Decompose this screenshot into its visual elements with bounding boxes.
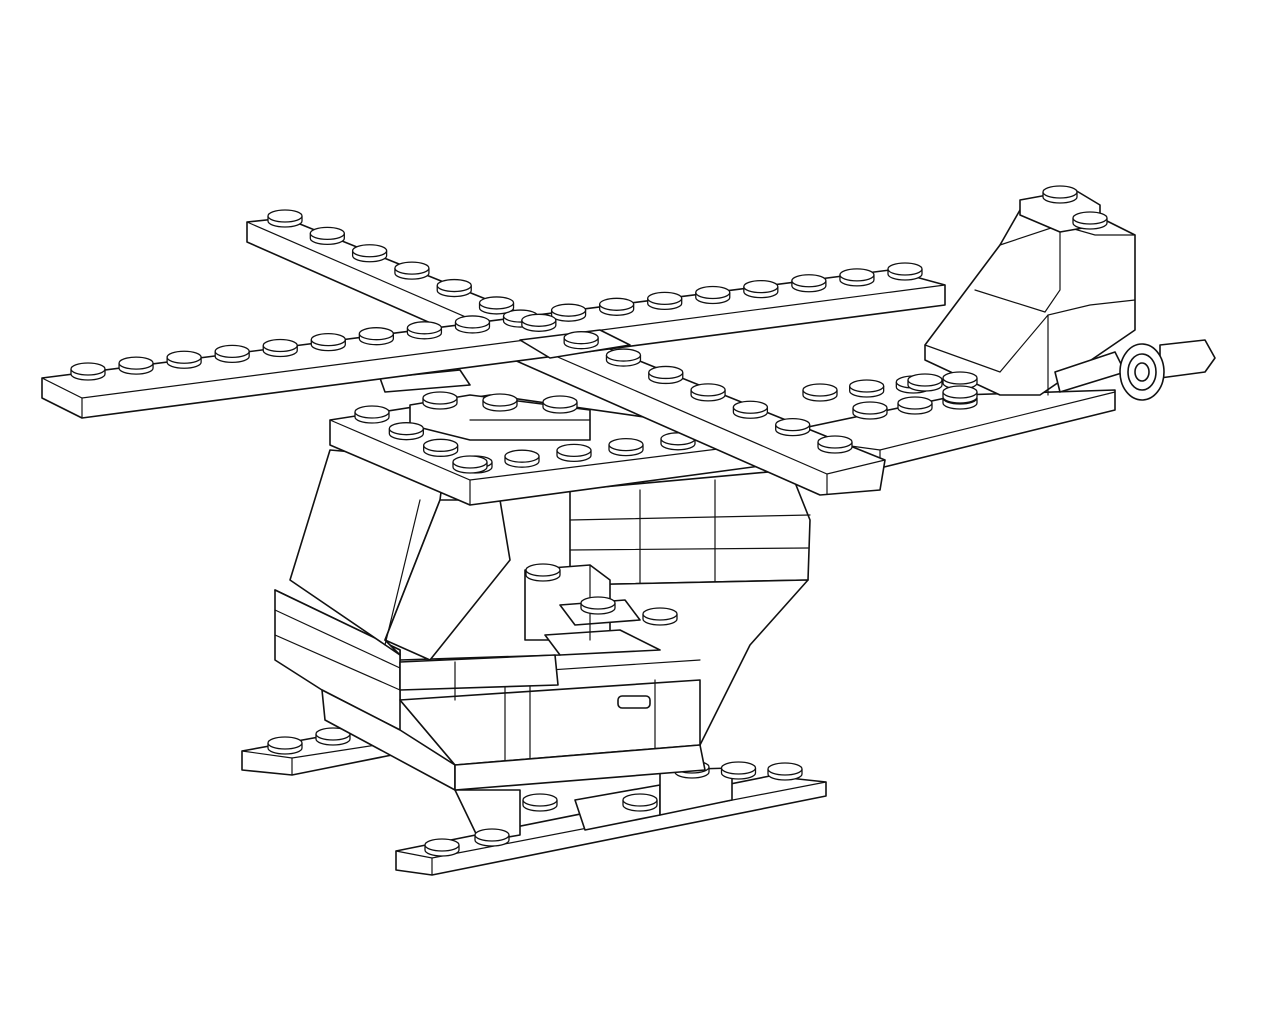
stud xyxy=(262,338,298,358)
roof-studs xyxy=(354,391,748,474)
body-studs xyxy=(525,563,678,626)
stud xyxy=(504,449,540,468)
stud xyxy=(394,261,430,280)
stud xyxy=(351,244,388,263)
stud xyxy=(452,455,488,474)
stud xyxy=(690,383,726,402)
stud xyxy=(849,379,885,398)
stud xyxy=(454,315,491,334)
stud xyxy=(550,303,587,322)
stud xyxy=(732,400,769,419)
stud xyxy=(214,344,250,364)
stud xyxy=(422,391,458,410)
stud xyxy=(897,396,933,415)
skids xyxy=(241,727,827,876)
stud xyxy=(720,761,757,780)
stud xyxy=(482,393,518,412)
stud xyxy=(474,828,510,847)
skid-support-left xyxy=(454,789,521,843)
main-rotor xyxy=(41,209,946,496)
stud xyxy=(767,762,803,781)
seat-base xyxy=(544,629,661,656)
stud xyxy=(852,401,888,420)
stud xyxy=(267,209,303,228)
stud xyxy=(817,435,853,454)
stud xyxy=(642,607,678,626)
stud xyxy=(521,313,557,332)
stud xyxy=(388,422,424,441)
stud xyxy=(695,285,731,305)
stud xyxy=(622,793,658,812)
stud xyxy=(406,321,443,340)
side-step xyxy=(399,654,559,691)
stud xyxy=(791,274,827,293)
stud xyxy=(1072,211,1108,230)
stud xyxy=(525,563,561,582)
stud xyxy=(354,405,390,424)
stud xyxy=(267,736,303,755)
stud xyxy=(556,443,592,463)
stud xyxy=(887,262,923,281)
stud xyxy=(907,373,943,392)
stud xyxy=(648,365,684,385)
stud xyxy=(647,291,683,311)
stud xyxy=(802,383,838,402)
stud xyxy=(542,395,578,414)
stud xyxy=(605,348,642,367)
stud xyxy=(358,327,395,346)
door-handle xyxy=(617,695,651,709)
windshield-front xyxy=(384,499,511,661)
stud xyxy=(118,356,154,375)
hull-base xyxy=(454,744,706,791)
stud xyxy=(424,838,460,857)
fuselage xyxy=(274,449,811,791)
tail-studs xyxy=(802,185,1108,420)
stud xyxy=(522,793,558,812)
stud xyxy=(423,438,459,457)
stud xyxy=(942,385,978,404)
stud xyxy=(436,278,472,298)
stud xyxy=(166,350,202,369)
stud xyxy=(563,331,599,350)
stud xyxy=(309,226,345,246)
stud xyxy=(608,437,644,457)
stud xyxy=(775,417,811,437)
stud xyxy=(743,279,779,299)
stud xyxy=(70,362,106,381)
tail-rotor-pin xyxy=(1159,339,1216,379)
stud xyxy=(478,296,515,315)
stud xyxy=(1042,185,1078,204)
stud xyxy=(598,297,635,316)
rotor-studs xyxy=(70,209,923,454)
stud xyxy=(310,332,346,352)
stud xyxy=(839,268,875,287)
tail xyxy=(769,185,1216,471)
stud xyxy=(580,596,616,615)
